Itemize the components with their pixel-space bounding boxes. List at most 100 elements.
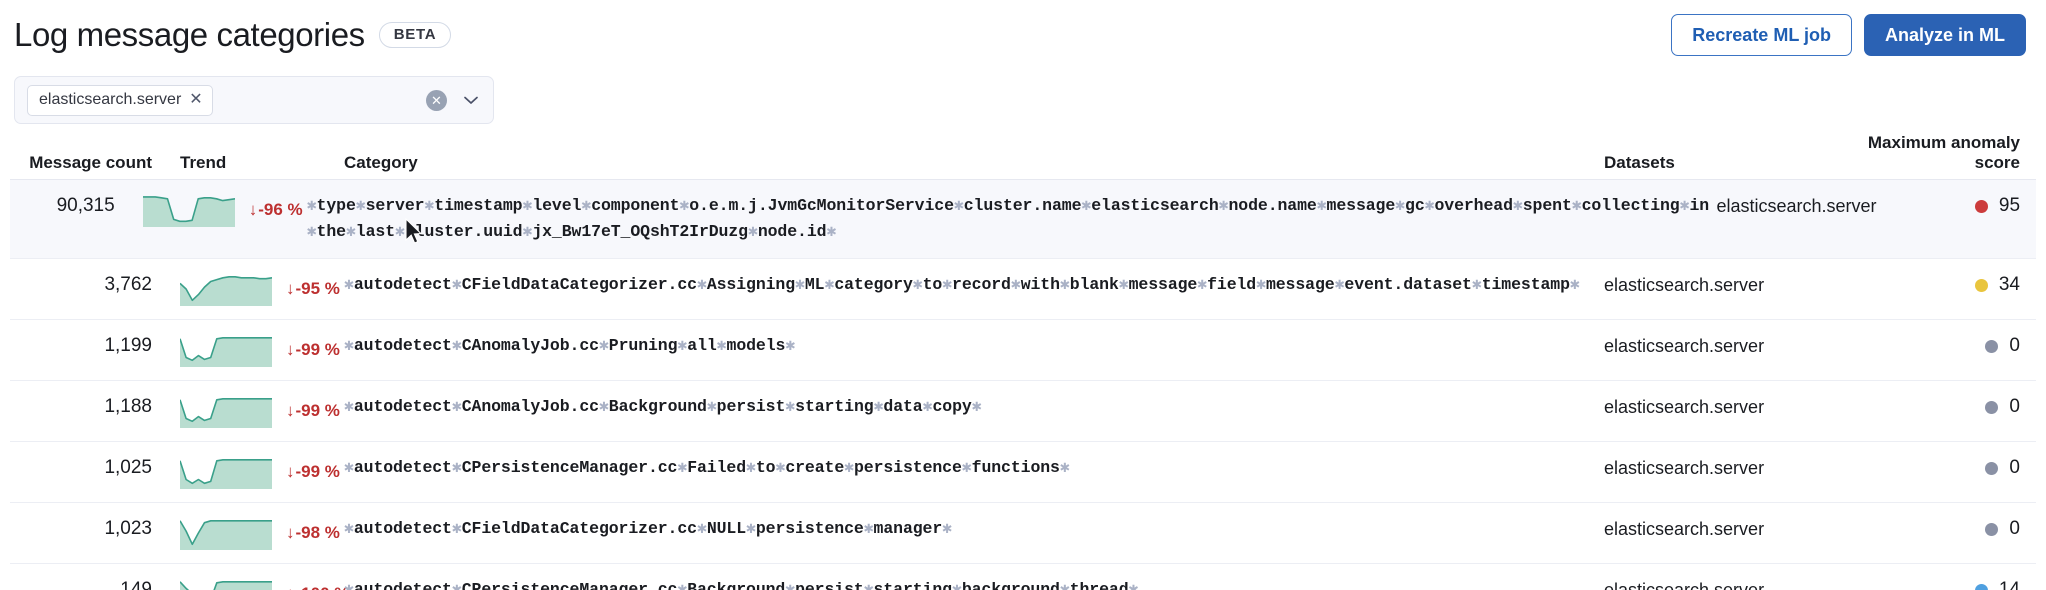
sparkline-chart	[142, 193, 235, 227]
cell-datasets: elasticsearch.server	[1604, 458, 1765, 478]
cell-message-count: 1,025	[104, 457, 152, 478]
cell-trend: ↓-100 %	[162, 577, 349, 590]
cell-message-count: 149	[120, 579, 152, 590]
arrow-down-icon: ↓	[286, 340, 295, 359]
cell-category: ✱autodetect✱CAnomalyJob.cc✱Pruning✱all✱m…	[344, 336, 796, 355]
cell-trend: ↓-99 %	[162, 333, 340, 367]
trend-percentage: ↓-98 %	[286, 523, 340, 543]
column-header-datasets[interactable]: Datasets	[1604, 153, 1675, 172]
table-row[interactable]: 1,023 ↓-98 %✱autodetect✱CFieldDataCategor…	[10, 503, 2036, 564]
cell-category: ✱autodetect✱CFieldDataCategorizer.cc✱NUL…	[344, 519, 953, 538]
cell-category: ✱type✱server✱timestamp✱level✱component✱o…	[306, 196, 1710, 241]
header-actions: Recreate ML job Analyze in ML	[1671, 14, 2032, 56]
cell-datasets: elasticsearch.server	[1716, 196, 1877, 216]
filter-row: elasticsearch.server ✕ ✕	[10, 62, 2036, 124]
categories-table: Message count Trend Category Datasets Ma…	[10, 133, 2036, 590]
sparkline-chart	[180, 272, 272, 306]
cell-datasets: elasticsearch.server	[1604, 580, 1765, 590]
cell-message-count: 1,199	[104, 335, 152, 356]
combobox-controls: ✕	[426, 77, 481, 123]
severity-dot-icon	[1985, 400, 1999, 414]
chevron-down-icon[interactable]	[461, 90, 481, 110]
column-header-category[interactable]: Category	[344, 153, 418, 172]
recreate-ml-job-button[interactable]: Recreate ML job	[1671, 14, 1852, 56]
table-header-row: Message count Trend Category Datasets Ma…	[10, 133, 2036, 180]
sparkline-chart	[180, 394, 272, 428]
cell-message-count: 90,315	[56, 195, 115, 216]
close-icon[interactable]: ✕	[189, 91, 203, 108]
arrow-down-icon: ↓	[286, 584, 295, 590]
cell-datasets: elasticsearch.server	[1604, 519, 1765, 539]
trend-value: -99 %	[295, 462, 340, 481]
arrow-down-icon: ↓	[248, 200, 258, 219]
trend-value: -99 %	[295, 401, 340, 420]
anomaly-score-value: 95	[1998, 195, 2021, 216]
dataset-filter-combobox[interactable]: elasticsearch.server ✕ ✕	[14, 76, 494, 124]
column-header-trend[interactable]: Trend	[180, 153, 227, 172]
filter-pill-label: elasticsearch.server	[39, 91, 182, 108]
anomaly-score-value: 0	[2009, 335, 2020, 356]
severity-dot-icon	[1985, 461, 1999, 475]
trend-percentage: ↓-99 %	[286, 401, 340, 421]
cell-message-count: 1,188	[104, 396, 152, 417]
cell-trend: ↓-99 %	[162, 455, 340, 489]
sparkline-chart	[180, 516, 272, 550]
cell-datasets: elasticsearch.server	[1604, 336, 1765, 356]
table-row[interactable]: 3,762↓-95 %✱autodetect✱CFieldDataCategor…	[10, 259, 2036, 320]
arrow-down-icon: ↓	[286, 401, 295, 420]
trend-value: -98 %	[295, 523, 340, 542]
anomaly-score-value: 14	[1998, 579, 2020, 590]
severity-dot-icon	[1974, 278, 1988, 292]
table-row[interactable]: 1,188 ↓-99 %✱autodetect✱CAnomalyJob.cc✱Ba…	[10, 381, 2036, 442]
trend-value: -99 %	[295, 340, 340, 359]
page-title: Log message categories	[14, 15, 365, 53]
trend-value: -100 %	[296, 584, 350, 590]
filter-pill-elasticsearch-server[interactable]: elasticsearch.server ✕	[27, 84, 213, 116]
severity-dot-icon	[1985, 522, 1999, 536]
cell-message-count: 3,762	[104, 274, 152, 295]
cell-anomaly-score: 14	[1852, 577, 2032, 590]
cell-anomaly-score: 0	[1852, 516, 2032, 542]
trend-value: -96 %	[258, 200, 303, 219]
cell-anomaly-score: 95	[1897, 193, 2032, 219]
arrow-down-icon: ↓	[286, 279, 295, 298]
table-row[interactable]: 1,025 ↓-99 %✱autodetect✱CPersistenceManag…	[10, 442, 2036, 503]
table-row[interactable]: 1,199 ↓-99 %✱autodetect✱CAnomalyJob.cc✱Pr…	[10, 320, 2036, 381]
cell-category: ✱autodetect✱CPersistenceManager.cc✱Faile…	[344, 458, 1070, 477]
beta-badge: BETA	[378, 21, 452, 48]
cell-trend: ↓-98 %	[162, 516, 340, 550]
cell-anomaly-score: 0	[1852, 333, 2032, 359]
cell-anomaly-score: 34	[1852, 272, 2032, 298]
analyze-in-ml-button[interactable]: Analyze in ML	[1863, 14, 2026, 56]
severity-dot-icon	[1974, 199, 1988, 213]
clear-all-icon[interactable]: ✕	[426, 89, 447, 111]
arrow-down-icon: ↓	[286, 462, 295, 481]
cell-trend: ↓-95 %	[162, 272, 340, 306]
title-group: Log message categories BETA	[14, 15, 452, 53]
cell-datasets: elasticsearch.server	[1604, 275, 1765, 295]
cell-anomaly-score: 0	[1852, 394, 2032, 420]
trend-value: -95 %	[295, 279, 340, 298]
table-body: 90,315↓-96 %✱type✱server✱timestamp✱level…	[10, 180, 2036, 590]
trend-percentage: ↓-99 %	[286, 462, 340, 482]
cell-datasets: elasticsearch.server	[1604, 397, 1765, 417]
anomaly-score-value: 0	[2009, 518, 2020, 539]
anomaly-score-value: 0	[2009, 396, 2020, 417]
trend-percentage: ↓-95 %	[286, 279, 340, 299]
cell-message-count: 1,023	[104, 518, 152, 539]
trend-percentage: ↓-99 %	[286, 340, 340, 360]
cell-category: ✱autodetect✱CAnomalyJob.cc✱Background✱pe…	[344, 397, 982, 416]
cell-trend: ↓-96 %	[125, 193, 303, 227]
severity-dot-icon	[1985, 339, 1999, 353]
column-header-max-anomaly-score[interactable]: Maximum anomaly score	[1867, 133, 2020, 172]
table-row[interactable]: 90,315 ↓-96 %✱type✱server✱timestamp✱level…	[10, 180, 2036, 259]
column-header-message-count[interactable]: Message count	[29, 153, 152, 172]
sparkline-chart	[180, 577, 272, 590]
trend-percentage: ↓-96 %	[249, 200, 303, 220]
cell-anomaly-score: 0	[1852, 455, 2032, 481]
anomaly-score-value: 0	[2009, 457, 2020, 478]
table-row[interactable]: 149↓-100 %✱autodetect✱CPersistenceManage…	[10, 564, 2036, 590]
severity-dot-icon	[1974, 583, 1988, 590]
cell-trend: ↓-99 %	[162, 394, 340, 428]
